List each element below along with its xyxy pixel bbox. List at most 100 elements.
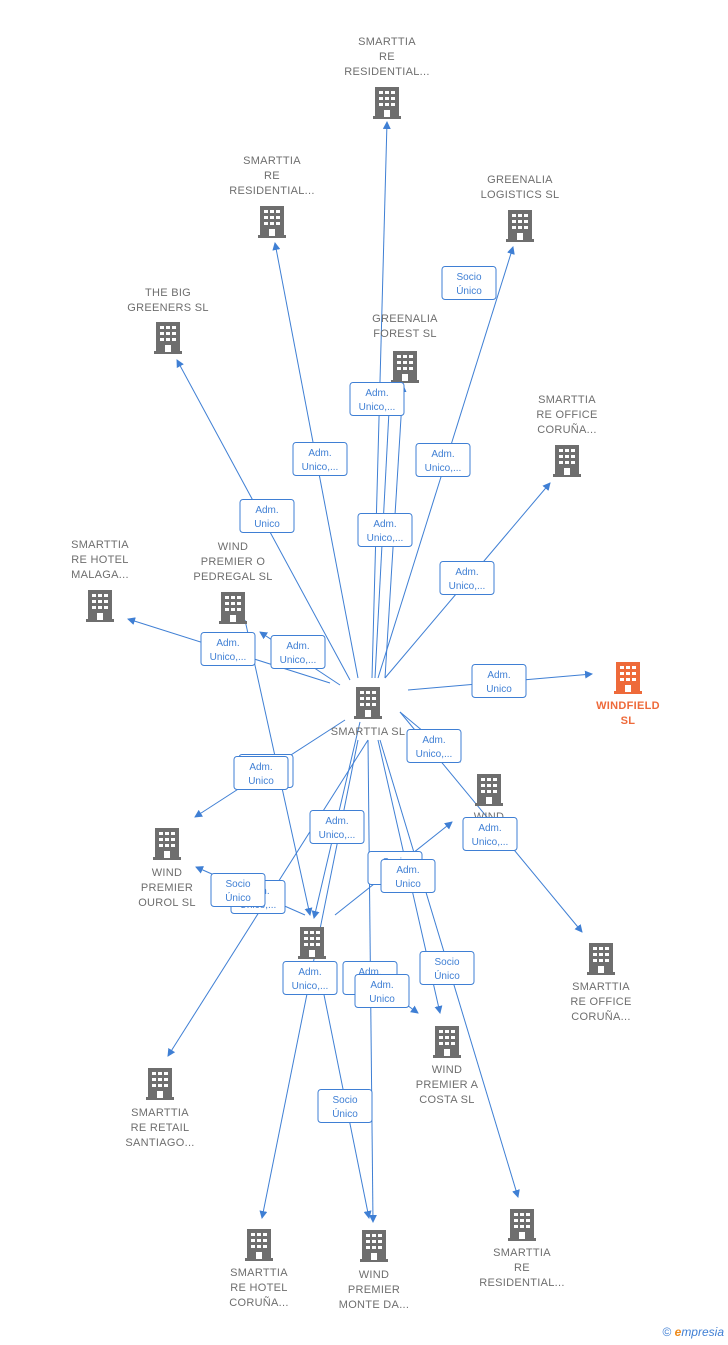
building-icon — [506, 210, 534, 242]
building-icon — [360, 1230, 388, 1262]
relation-label[interactable]: Adm.Unico,... — [349, 382, 405, 416]
building-icon — [391, 351, 419, 383]
building-icon — [146, 1068, 174, 1100]
company-node-smarttia[interactable]: SMARTTIA SL — [331, 687, 406, 738]
relation-label-text: Adm.Unico,... — [472, 823, 509, 848]
relation-label-text: Adm.Unico — [486, 670, 512, 695]
relation-label[interactable]: Adm.Unico,... — [200, 632, 256, 666]
relation-label[interactable]: Adm.Unico — [354, 974, 410, 1008]
relation-label-text: Adm.Unico,... — [319, 816, 356, 841]
brand-footer: © empresia — [662, 1325, 724, 1339]
building-icon — [245, 1229, 273, 1261]
relation-label-box — [317, 1089, 373, 1123]
relation-label[interactable]: Adm.Unico,... — [406, 729, 462, 763]
relation-label-box — [357, 513, 413, 547]
building-icon — [219, 592, 247, 624]
building-icon — [587, 943, 615, 975]
relation-label[interactable]: Adm.Unico,... — [357, 513, 413, 547]
relation-label-text: Adm.Unico,... — [280, 641, 317, 666]
building-icon — [154, 322, 182, 354]
relation-label[interactable]: Adm.Unico,... — [439, 561, 495, 595]
relation-label-box — [200, 632, 256, 666]
relation-label-text: Adm.Unico,... — [449, 567, 486, 592]
building-icon — [86, 590, 114, 622]
relation-label-text: Adm.Unico,... — [292, 967, 329, 992]
relation-label-text: Adm.Unico,... — [425, 449, 462, 474]
relation-label-box — [292, 442, 348, 476]
relation-label-text: Adm.Unico — [395, 865, 421, 890]
relation-label-text: Adm.Unico — [248, 762, 274, 787]
relation-label-box — [354, 974, 410, 1008]
relation-label[interactable]: Adm.Unico — [471, 664, 527, 698]
relation-label-box — [415, 443, 471, 477]
relation-label[interactable]: Adm.Unico,... — [292, 442, 348, 476]
relation-label[interactable]: Adm.Unico — [380, 859, 436, 893]
relation-label[interactable]: Adm.Unico,... — [309, 810, 365, 844]
relation-label-text: Adm.Unico,... — [210, 638, 247, 663]
building-icon — [258, 206, 286, 238]
relation-label[interactable]: Adm.Unico,... — [270, 635, 326, 669]
relation-label-box — [462, 817, 518, 851]
relation-label-box — [349, 382, 405, 416]
relation-label-box — [210, 873, 266, 907]
relation-label-box — [471, 664, 527, 698]
building-icon — [354, 687, 382, 719]
relation-label-box — [380, 859, 436, 893]
relation-label-text: Adm.Unico,... — [302, 448, 339, 473]
relation-label[interactable]: Adm.Unico,... — [462, 817, 518, 851]
relation-label-box — [270, 635, 326, 669]
relation-label-box — [282, 961, 338, 995]
relation-label-text: Adm.Unico — [254, 505, 280, 530]
relation-label-box — [239, 499, 295, 533]
building-icon — [373, 87, 401, 119]
building-icon — [553, 445, 581, 477]
relation-label-text: Adm.Unico — [369, 980, 395, 1005]
brand-logo-letter: e — [674, 1325, 682, 1339]
relation-label[interactable]: Adm.Unico — [233, 756, 289, 790]
relation-label[interactable]: Adm.Unico,... — [282, 961, 338, 995]
relation-label[interactable]: Adm.Unico,... — [415, 443, 471, 477]
relation-label-box — [309, 810, 365, 844]
relation-label-text: Adm.Unico,... — [359, 388, 396, 413]
relation-label-box — [406, 729, 462, 763]
company-name: SMARTTIA SL — [331, 726, 406, 738]
building-icon — [614, 662, 642, 694]
building-icon — [433, 1026, 461, 1058]
relation-label[interactable]: Adm.Unico — [239, 499, 295, 533]
